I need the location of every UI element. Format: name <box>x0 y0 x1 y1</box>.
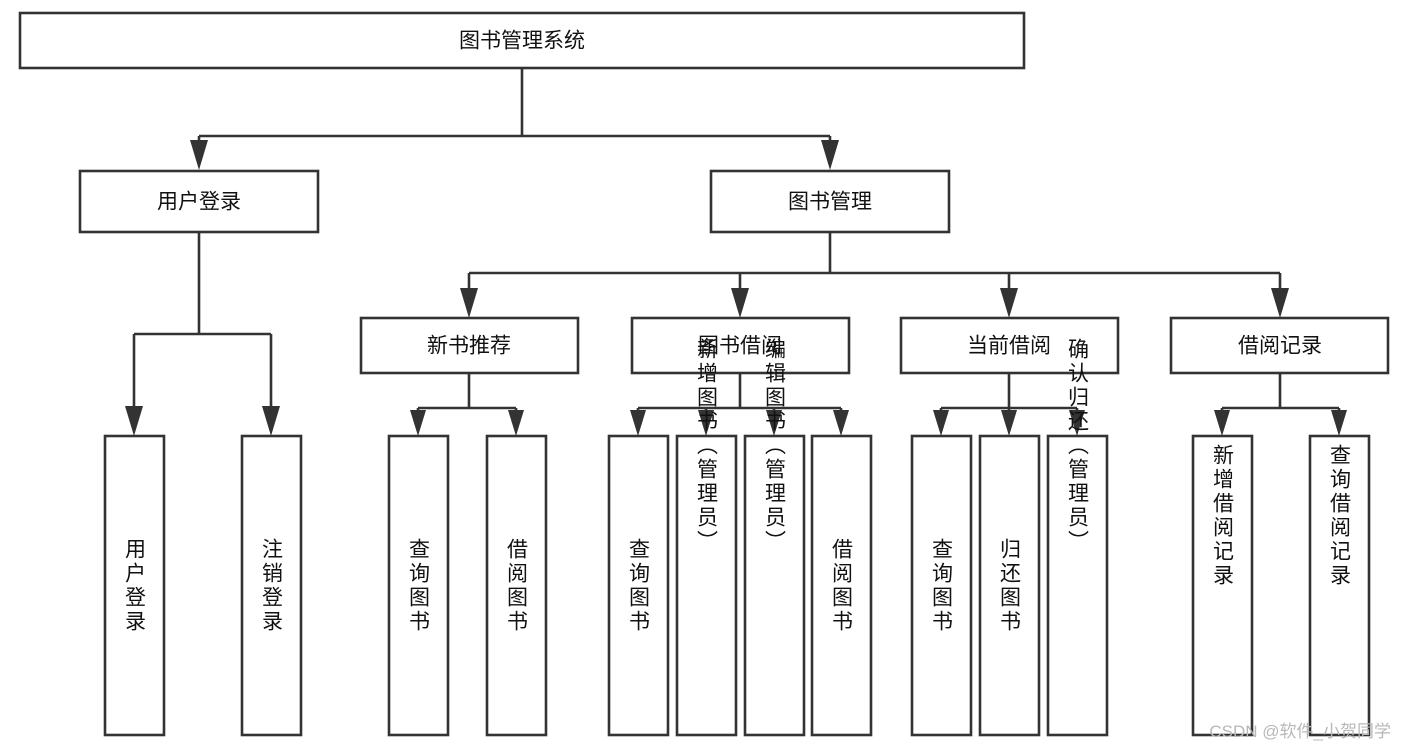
node-leaf-query-book-1-box[interactable] <box>387 434 450 737</box>
node-leaf-confirm-return-box[interactable] <box>1046 434 1109 737</box>
node-leaf-borrow-book-1-label: 借阅图书 <box>505 538 529 634</box>
arrow-leaf-add-book <box>698 410 714 436</box>
node-leaf-borrow-book-1-box[interactable] <box>485 434 548 737</box>
node-root-box[interactable] <box>18 11 1026 70</box>
edge-group-user-login <box>125 232 280 436</box>
node-leaf-edit-book-box[interactable] <box>743 434 806 737</box>
node-leaf-user-login-box[interactable] <box>103 434 166 737</box>
node-leaf-confirm-return-label: 确认归还（管理员） <box>1066 338 1090 554</box>
node-borrow-record[interactable]: 借阅记录 <box>1169 316 1390 375</box>
node-leaf-logout-login[interactable]: 注销登录 <box>240 434 303 737</box>
node-leaf-return-book-box[interactable] <box>978 434 1041 737</box>
arrow-to-current-borrow <box>1000 288 1018 318</box>
node-leaf-borrow-book-1[interactable]: 借阅图书 <box>485 434 548 737</box>
node-leaf-edit-book[interactable]: 编辑图书（管理员） <box>743 338 806 737</box>
node-leaf-query-book-3[interactable]: 查询图书 <box>910 434 973 737</box>
arrow-leaf-add-borrow-record <box>1214 410 1230 436</box>
node-leaf-edit-book-label: 编辑图书（管理员） <box>763 338 787 554</box>
edge-group-new-book-recommend <box>410 373 524 436</box>
arrow-to-book-management <box>821 140 839 170</box>
node-leaf-add-book[interactable]: 新增图书（管理员） <box>675 338 738 737</box>
node-leaf-query-book-2-label: 查询图书 <box>627 538 651 634</box>
node-current-borrow-box[interactable] <box>899 316 1120 375</box>
node-book-management[interactable]: 图书管理 <box>709 169 951 234</box>
node-borrow-record-label: 借阅记录 <box>1238 335 1322 358</box>
arrow-to-new-book-recommend <box>460 288 478 318</box>
node-new-book-recommend[interactable]: 新书推荐 <box>359 316 580 375</box>
node-leaf-query-borrow-record[interactable]: 查询借阅记录 <box>1308 434 1371 737</box>
node-leaf-query-book-3-label: 查询图书 <box>930 538 954 634</box>
node-current-borrow[interactable]: 当前借阅 <box>899 316 1120 375</box>
arrow-leaf-confirm-return <box>1069 410 1085 436</box>
node-leaf-query-borrow-record-box[interactable] <box>1308 434 1371 737</box>
edge-group-book-borrow <box>630 373 849 436</box>
node-borrow-record-box[interactable] <box>1169 316 1390 375</box>
node-book-management-box[interactable] <box>709 169 951 234</box>
arrow-leaf-edit-book <box>766 410 782 436</box>
arrow-to-book-borrow <box>731 288 749 318</box>
arrow-to-user-login <box>190 140 208 170</box>
node-leaf-return-book-label: 归还图书 <box>998 538 1022 634</box>
arrow-leaf-borrow-book-1 <box>508 410 524 436</box>
node-leaf-user-login[interactable]: 用户登录 <box>103 434 166 737</box>
node-user-login-box[interactable] <box>78 169 320 234</box>
edge-group-book-management <box>460 232 1289 318</box>
node-new-book-recommend-box[interactable] <box>359 316 580 375</box>
node-user-login[interactable]: 用户登录 <box>78 169 320 234</box>
node-leaf-query-book-3-box[interactable] <box>910 434 973 737</box>
node-new-book-recommend-label: 新书推荐 <box>427 335 511 358</box>
node-leaf-logout-login-label: 注销登录 <box>260 538 284 634</box>
node-leaf-borrow-book-2-box[interactable] <box>810 434 873 737</box>
arrow-leaf-logout-login <box>262 406 280 436</box>
node-leaf-add-borrow-record[interactable]: 新增借阅记录 <box>1191 434 1254 737</box>
node-leaf-query-book-1[interactable]: 查询图书 <box>387 434 450 737</box>
edge-group-current-borrow <box>933 373 1085 436</box>
arrow-leaf-query-book-3 <box>933 410 949 436</box>
node-leaf-add-borrow-record-box[interactable] <box>1191 434 1254 737</box>
node-leaf-add-book-box[interactable] <box>675 434 738 737</box>
node-leaf-add-borrow-record-label: 新增借阅记录 <box>1211 444 1235 588</box>
node-book-borrow-label: 图书借阅 <box>698 335 782 358</box>
node-book-management-label: 图书管理 <box>788 191 872 214</box>
node-leaf-query-book-2[interactable]: 查询图书 <box>607 434 670 737</box>
arrow-leaf-query-book-2 <box>630 410 646 436</box>
arrow-leaf-query-borrow-record <box>1331 410 1347 436</box>
node-book-borrow-box[interactable] <box>630 316 851 375</box>
node-leaf-return-book[interactable]: 归还图书 <box>978 434 1041 737</box>
node-root[interactable]: 图书管理系统 <box>18 11 1026 70</box>
arrow-leaf-query-book-1 <box>410 410 426 436</box>
node-leaf-borrow-book-2-label: 借阅图书 <box>830 538 854 634</box>
arrow-leaf-return-book <box>1001 410 1017 436</box>
node-leaf-query-borrow-record-label: 查询借阅记录 <box>1328 444 1352 588</box>
node-root-label: 图书管理系统 <box>459 30 585 53</box>
edge-group-root <box>190 68 839 170</box>
node-leaf-user-login-label: 用户登录 <box>123 538 147 634</box>
node-leaf-logout-login-box[interactable] <box>240 434 303 737</box>
node-leaf-add-book-label: 新增图书（管理员） <box>695 338 719 554</box>
arrow-leaf-borrow-book-2 <box>833 410 849 436</box>
node-leaf-borrow-book-2[interactable]: 借阅图书 <box>810 434 873 737</box>
node-leaf-confirm-return[interactable]: 确认归还（管理员） <box>1046 338 1109 737</box>
watermark: CSDN @软件_小贺同学 <box>1209 722 1391 741</box>
node-leaf-query-book-1-label: 查询图书 <box>407 538 431 634</box>
arrow-leaf-user-login <box>125 406 143 436</box>
node-user-login-label: 用户登录 <box>157 191 241 214</box>
edge-group-borrow-record <box>1214 373 1347 436</box>
node-leaf-query-book-2-box[interactable] <box>607 434 670 737</box>
node-book-borrow[interactable]: 图书借阅 <box>630 316 851 375</box>
arrow-to-borrow-record <box>1271 288 1289 318</box>
node-current-borrow-label: 当前借阅 <box>967 335 1051 358</box>
